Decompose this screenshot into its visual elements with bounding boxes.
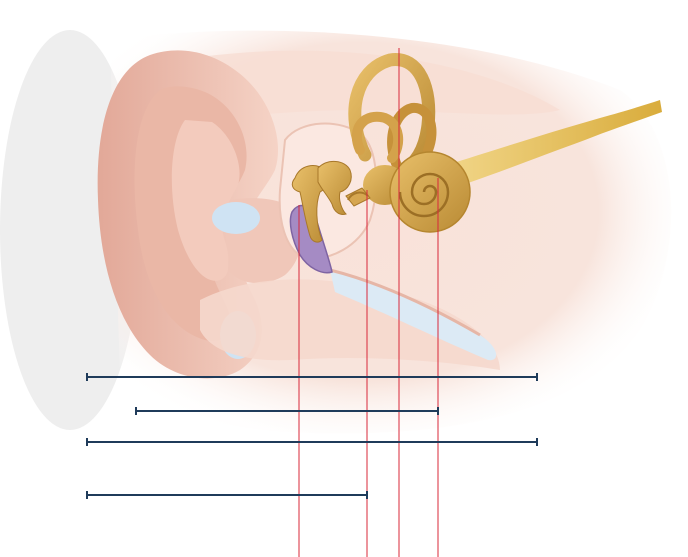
cochlea — [389, 151, 471, 233]
incus — [317, 161, 352, 215]
posterior-canal — [387, 102, 437, 173]
cochlea-body — [389, 151, 471, 233]
eustachian-tube-edge — [329, 268, 481, 337]
semicircular-canals — [348, 53, 437, 177]
tissue-band — [180, 50, 560, 120]
lower-tissue — [200, 279, 500, 370]
ossicles — [291, 161, 371, 243]
eustachian-tube — [330, 270, 497, 361]
outer-ear-inner — [171, 120, 240, 281]
stapes-arch — [347, 191, 369, 201]
superior-canal — [348, 53, 436, 177]
auditory-nerve — [430, 100, 662, 192]
lateral-canal — [351, 111, 404, 163]
canal-highlight-upper — [212, 202, 260, 234]
cochlea-spiral — [398, 172, 450, 218]
callout-bars — [86, 373, 538, 499]
